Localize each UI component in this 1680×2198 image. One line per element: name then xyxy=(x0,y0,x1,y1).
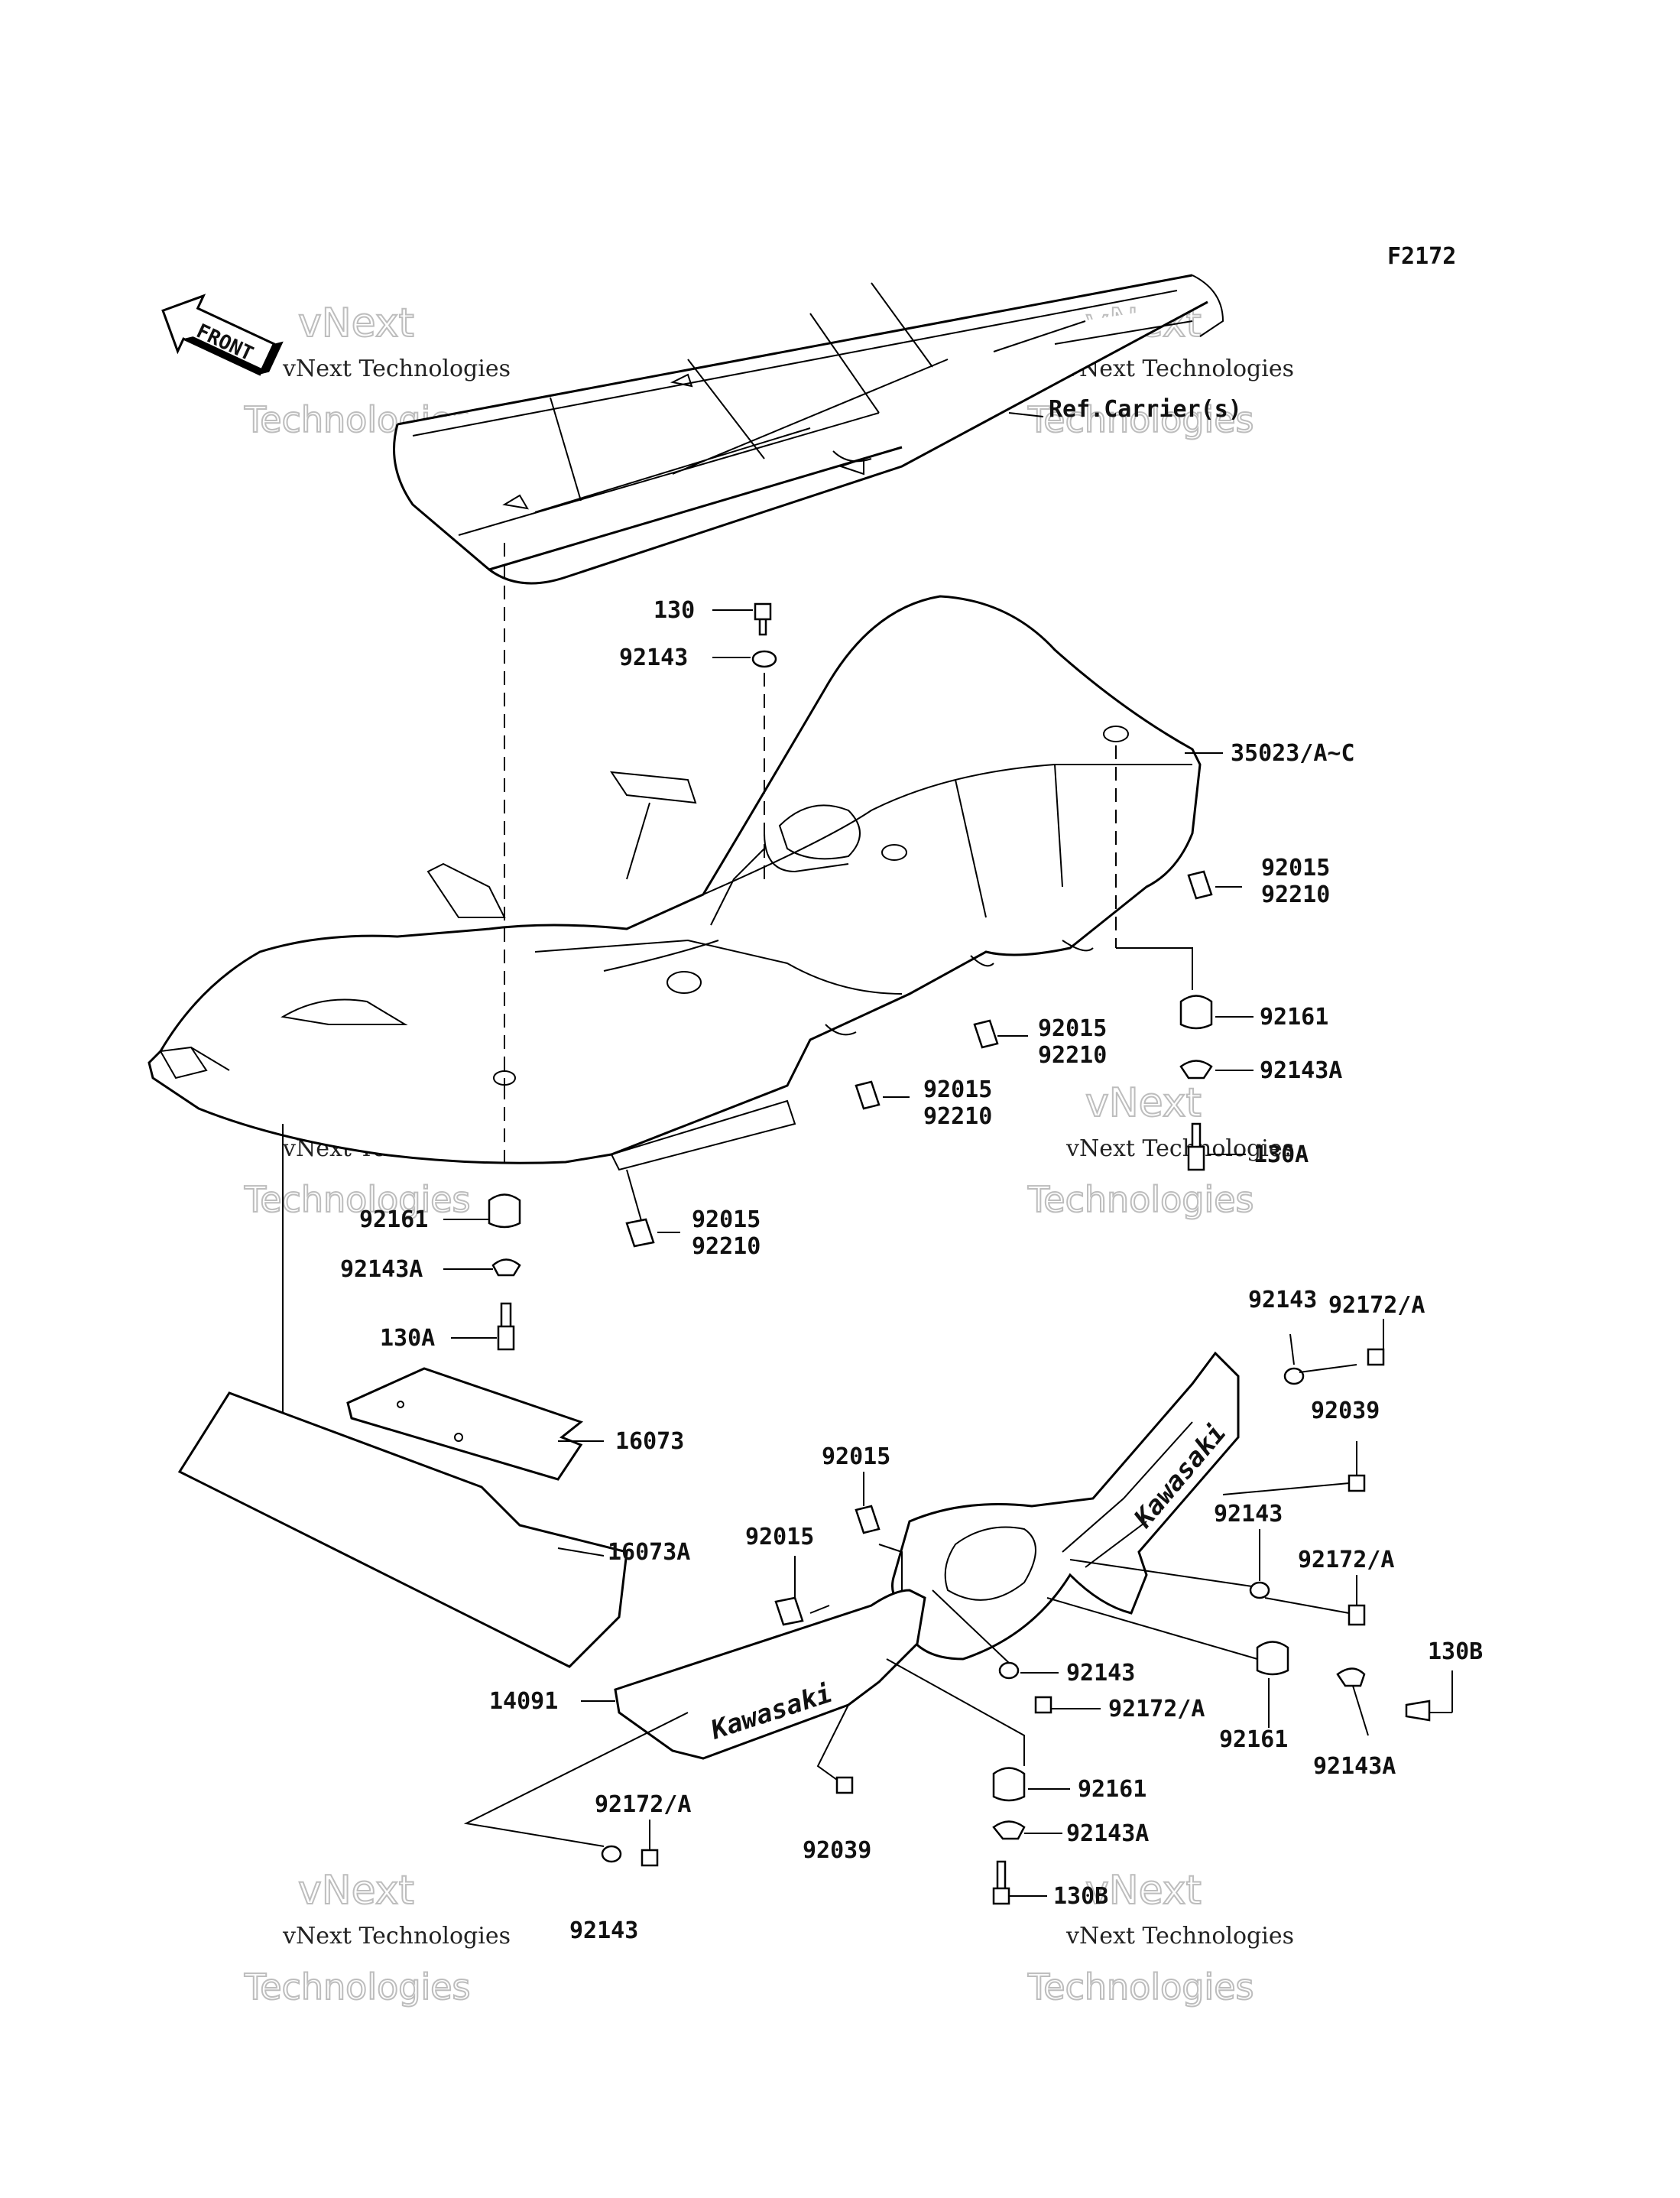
svg-text:Technologies: Technologies xyxy=(244,1179,471,1220)
callout-92143a-l: 92143A xyxy=(340,1256,423,1283)
watermark-bottom-right: vNext vNext Technologies Technologies xyxy=(1026,1867,1294,2008)
callout-92143a-rl: 92143A xyxy=(1313,1753,1396,1780)
callout-92210-cr: 92210 xyxy=(1038,1042,1107,1069)
callout-92172a-c: 92172/A xyxy=(1108,1696,1205,1722)
callout-92161-l: 92161 xyxy=(359,1206,428,1233)
callout-130a-l: 130A xyxy=(380,1325,435,1352)
callout-92015-m2: 92015 xyxy=(745,1524,814,1550)
callout-130b-r: 130B xyxy=(1428,1638,1483,1665)
callout-92039-b: 92039 xyxy=(803,1837,871,1864)
svg-text:vNext Technologies: vNext Technologies xyxy=(282,356,511,382)
callout-92143-tr: 92143 xyxy=(1248,1287,1317,1313)
svg-text:Technologies: Technologies xyxy=(1027,399,1254,440)
callout-16073: 16073 xyxy=(615,1428,684,1455)
rear-carrier xyxy=(393,274,1224,585)
svg-text:Technologies: Technologies xyxy=(1027,1966,1254,2008)
svg-text:vNext: vNext xyxy=(1085,1868,1202,1914)
svg-text:Technologies: Technologies xyxy=(1027,1179,1254,1220)
svg-text:vNext Technologies: vNext Technologies xyxy=(1065,356,1294,382)
callout-14091: 14091 xyxy=(489,1688,558,1715)
callout-92161-rr: 92161 xyxy=(1219,1726,1288,1753)
callout-92015-l: 92015 xyxy=(692,1206,761,1233)
svg-text:vNext: vNext xyxy=(298,1868,414,1914)
callout-92015-c: 92015 xyxy=(923,1076,992,1103)
callout-92210-c: 92210 xyxy=(923,1103,992,1130)
callout-92015-r: 92015 xyxy=(1261,855,1330,881)
callout-92143-c: 92143 xyxy=(1066,1660,1135,1687)
callout-92015-cr: 92015 xyxy=(1038,1015,1107,1042)
callout-92210-r: 92210 xyxy=(1261,881,1330,908)
watermark-bottom-left: vNext vNext Technologies Technologies xyxy=(243,1867,511,2008)
rear-fender xyxy=(148,595,1202,1171)
callout-92143-bl: 92143 xyxy=(569,1917,638,1944)
callout-92143a-r: 92143A xyxy=(1260,1057,1342,1084)
pad-16073a xyxy=(177,1391,628,1668)
svg-text:vNext: vNext xyxy=(1085,1080,1202,1126)
callout-92161-low: 92161 xyxy=(1078,1776,1146,1803)
callout-92143a-low: 92143A xyxy=(1066,1820,1149,1847)
callout-ref-carrier: Ref.Carrier(s) xyxy=(1049,396,1242,423)
svg-text:vNext Technologies: vNext Technologies xyxy=(1065,1135,1294,1162)
callout-92161-r: 92161 xyxy=(1260,1004,1328,1031)
callout-92015-m1: 92015 xyxy=(822,1443,890,1470)
callout-130b-low: 130B xyxy=(1053,1883,1108,1910)
figure-code: F2172 xyxy=(1387,243,1456,270)
callout-92172a-mr: 92172/A xyxy=(1298,1547,1394,1573)
callout-92143-top: 92143 xyxy=(619,644,688,671)
side-cover-right: Kawasaki xyxy=(891,1351,1240,1661)
svg-text:Technologies: Technologies xyxy=(244,1966,471,2008)
watermark-top-left: vNext vNext Technologies Technologies xyxy=(243,300,511,441)
svg-text:vNext Technologies: vNext Technologies xyxy=(282,1923,511,1950)
callout-16073a: 16073A xyxy=(608,1539,690,1566)
callout-92210-l: 92210 xyxy=(692,1233,761,1260)
callout-92039-r: 92039 xyxy=(1311,1398,1380,1424)
callout-92143-mr: 92143 xyxy=(1214,1501,1283,1528)
svg-text:vNext: vNext xyxy=(298,300,414,346)
callout-92172a-tr: 92172/A xyxy=(1328,1292,1425,1319)
callout-92172a-bl: 92172/A xyxy=(595,1791,691,1818)
front-arrow-icon: FRONT xyxy=(161,294,284,376)
watermark-mid-right: vNext vNext Technologies Technologies xyxy=(1026,1080,1294,1221)
callout-35023: 35023/A~C xyxy=(1231,740,1355,767)
callout-130: 130 xyxy=(654,597,695,624)
svg-text:vNext Technologies: vNext Technologies xyxy=(1065,1923,1294,1950)
callout-130a-r: 130A xyxy=(1254,1141,1309,1168)
